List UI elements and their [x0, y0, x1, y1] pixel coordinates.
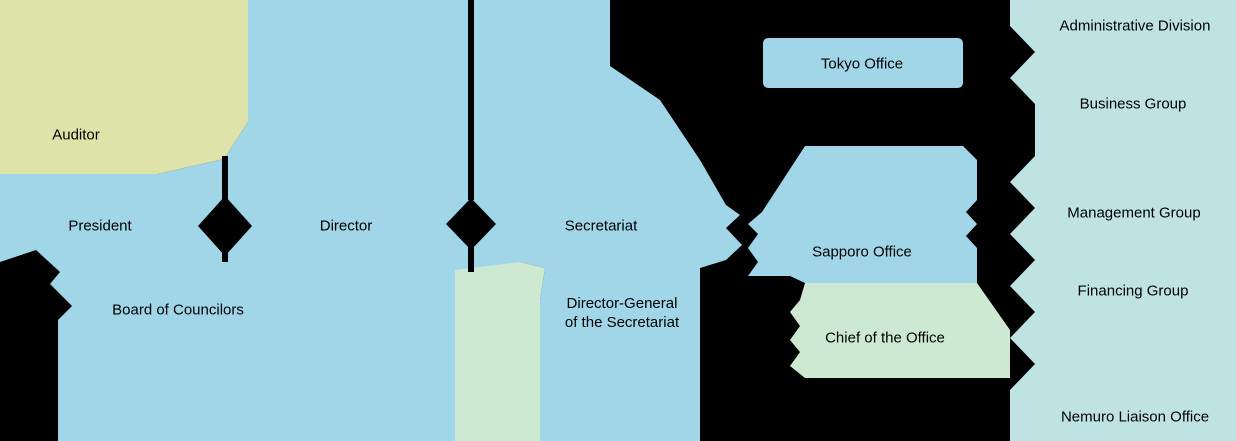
chief-of-the-office-region-shape[interactable]	[790, 283, 1010, 378]
tokyo-office-box[interactable]	[763, 38, 963, 88]
director-connector-line	[468, 0, 474, 200]
director-connector-stem	[468, 246, 474, 272]
director-connector-diamond-icon	[446, 198, 496, 250]
auditor-connector-diamond-icon	[198, 196, 252, 256]
auditor-connector-stem	[222, 252, 228, 262]
division-group-column-shape[interactable]	[1010, 0, 1236, 441]
auditor-connector-line	[222, 156, 228, 200]
sapporo-office-region-shape[interactable]	[748, 146, 977, 283]
secretariat-green-region-shape[interactable]	[455, 262, 545, 441]
president-region-shape[interactable]	[0, 0, 742, 441]
auditor-region-shape[interactable]	[0, 0, 248, 174]
board-of-councilors-connector-arrow	[0, 250, 72, 441]
